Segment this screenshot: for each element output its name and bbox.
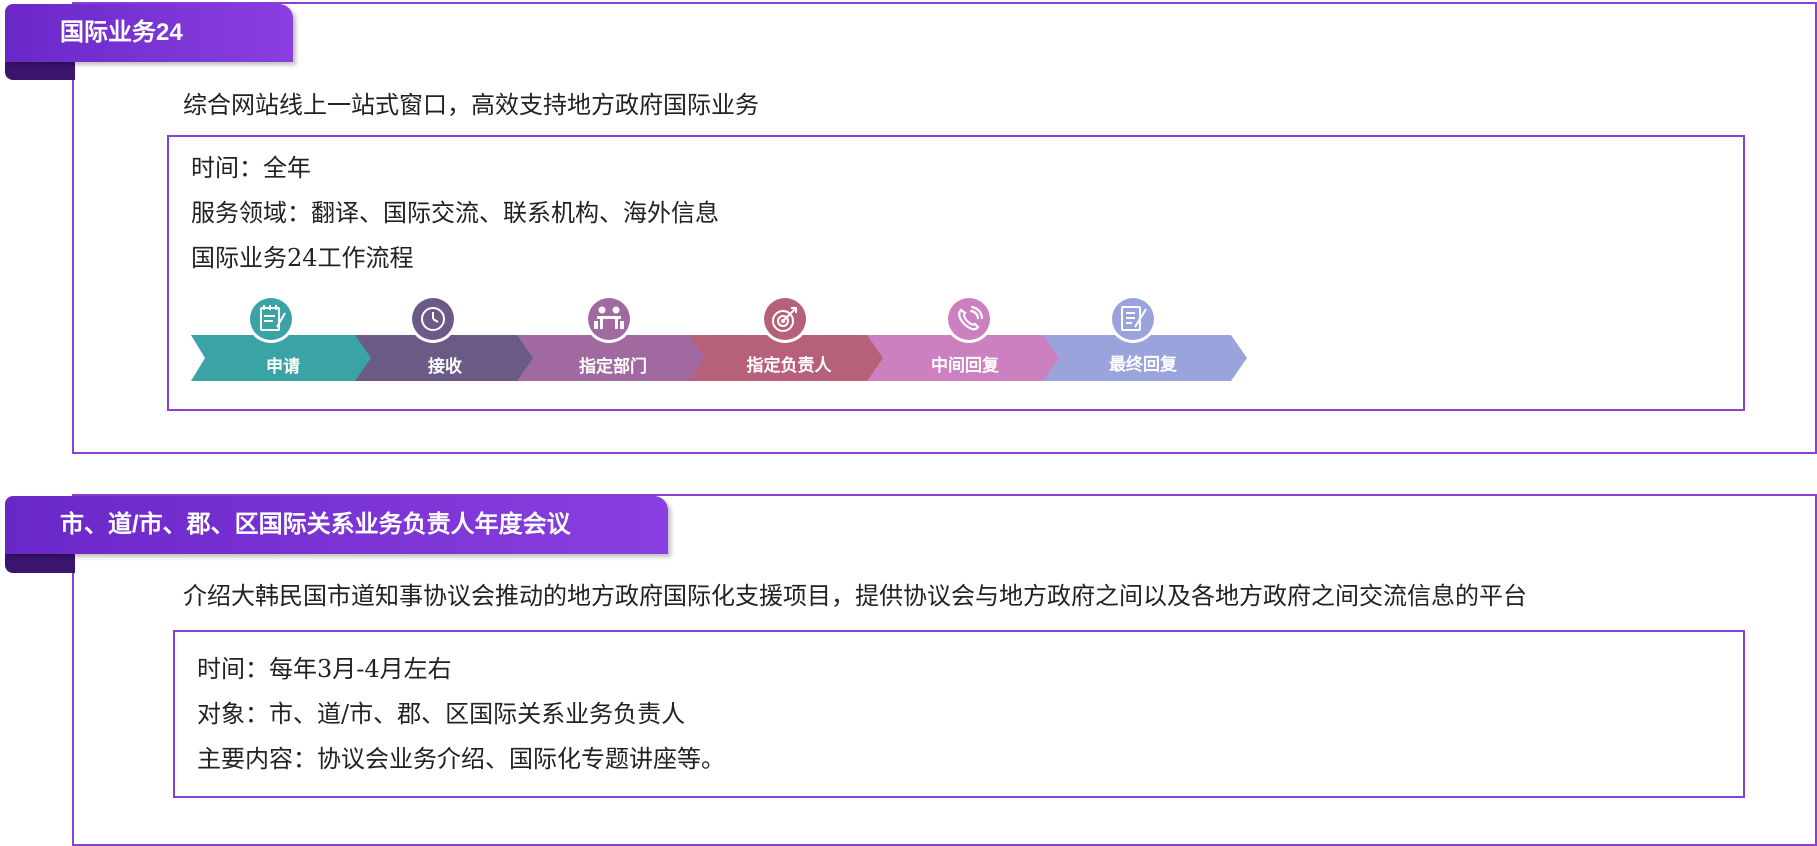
workflow-step-interim-reply: 中间回复	[867, 297, 1063, 381]
workflow-step-receive: 接收	[355, 297, 537, 381]
workflow-arrows: 申请 接收	[191, 297, 1247, 381]
step-icon-bg	[250, 298, 292, 340]
phone-icon	[958, 305, 984, 331]
step-arrow	[689, 335, 887, 381]
section1-workflow-title: 国际业务24工作流程	[191, 244, 414, 272]
section2-audience-line: 对象：市、道/市、郡、区国际关系业务负责人	[197, 700, 686, 728]
workflow-step-apply: 申请	[191, 297, 375, 381]
step-arrow	[517, 335, 709, 381]
meeting-icon	[594, 306, 624, 329]
section1-tab-title: 国际业务24	[5, 4, 293, 62]
step-arrow	[1043, 335, 1247, 381]
section2-time-line: 时间：每年3月-4月左右	[197, 655, 452, 683]
section2-lead-text: 介绍大韩民国市道知事协议会推动的地方政府国际化支援项目，提供协议会与地方政府之间…	[183, 582, 1527, 610]
checklist-icon	[1121, 306, 1147, 331]
target-icon	[772, 307, 797, 332]
workflow-step-assign-person: 指定负责人	[689, 297, 887, 381]
step-arrow	[867, 335, 1063, 381]
step-label-receive: 接收	[428, 356, 462, 376]
section2-info-box: 时间：每年3月-4月左右 对象：市、道/市、郡、区国际关系业务负责人 主要内容：…	[173, 630, 1745, 798]
step-label-interim-reply: 中间回复	[931, 355, 1000, 375]
section1-tab-fold	[5, 58, 75, 80]
workflow-process: 申请 接收	[191, 297, 1251, 387]
section1-lead-text: 综合网站线上一站式窗口，高效支持地方政府国际业务	[183, 91, 759, 119]
clock-icon	[421, 307, 445, 331]
step-icon-bg	[948, 298, 990, 340]
target-center	[781, 319, 785, 323]
step-label-assign-department: 指定部门	[579, 356, 647, 376]
section1-service-line: 服务领域：翻译、国际交流、联系机构、海外信息	[191, 199, 719, 227]
section2-tab-fold	[5, 551, 75, 573]
step-label-assign-person: 指定负责人	[747, 355, 833, 375]
workflow-step-assign-department: 指定部门	[517, 297, 709, 381]
step-label-final-reply: 最终回复	[1109, 354, 1178, 374]
step-arrow	[355, 335, 537, 381]
notepad-icon	[260, 305, 286, 331]
section2-content-line: 主要内容：协议会业务介绍、国际化专题讲座等。	[197, 745, 725, 773]
step-label-apply: 申请	[266, 356, 300, 376]
step-arrow	[191, 335, 375, 381]
workflow-step-final-reply: 最终回复	[1043, 297, 1247, 381]
section1-time-line: 时间：全年	[191, 154, 311, 182]
section1-info-box: 时间：全年 服务领域：翻译、国际交流、联系机构、海外信息 国际业务24工作流程 …	[167, 135, 1745, 411]
section2-tab-title: 市、道/市、郡、区国际关系业务负责人年度会议	[5, 496, 668, 554]
